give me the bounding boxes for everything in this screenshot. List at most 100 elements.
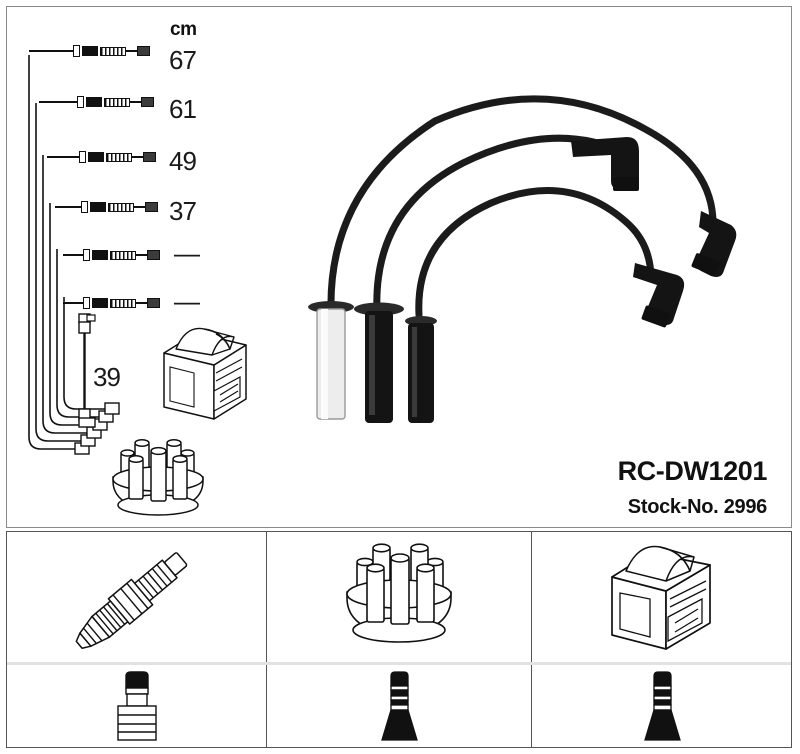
distributor-boot-art-area [267, 665, 531, 749]
cable-outer [327, 95, 717, 313]
elbow-boot-middle [633, 263, 685, 325]
cap-tower-front [366, 567, 385, 623]
tip-line [86, 622, 102, 642]
cable-lead-row [39, 94, 189, 110]
boot-band [390, 689, 409, 697]
boot-group-left [308, 301, 437, 423]
coil-rib [215, 358, 243, 374]
insulator-rib [155, 564, 172, 583]
cable-wire [134, 206, 146, 208]
insulator-rib [142, 575, 158, 595]
harness-wire [56, 249, 99, 418]
coil-arch-inner [665, 550, 691, 582]
cap-tower-top [390, 553, 410, 563]
boot-black-2 [408, 323, 434, 423]
distributor-cap-svg [112, 439, 204, 516]
spark-plug-boot-art-area [7, 665, 266, 749]
coil-connector-line [674, 608, 698, 624]
insulator-rib [146, 571, 163, 591]
coil-connector-boot-icon [643, 671, 681, 741]
cable-ribbed-sleeve [100, 46, 126, 56]
cable-terminal-tip [145, 202, 158, 212]
boot-skirt [381, 709, 418, 741]
cap-tower-top [366, 563, 385, 573]
cap-tower [128, 458, 144, 500]
distributor-cap-art-area [267, 532, 531, 662]
cable-wire [29, 50, 75, 52]
harness-wire [63, 297, 105, 410]
coil-connector-line [219, 390, 239, 403]
cable-length-value: 67 [169, 45, 197, 75]
cable-length-value: 49 [169, 146, 197, 176]
cable-wire [47, 156, 81, 158]
boot-band [390, 699, 409, 706]
coil-arch-inner [211, 333, 231, 356]
cable-boot-left [73, 45, 80, 57]
main-diagram-frame: cm 67 61 [6, 6, 792, 528]
cable-middle [373, 134, 629, 315]
unit-header-cm: cm [170, 19, 197, 40]
hex-edge [112, 594, 135, 621]
cable-lead-row [63, 295, 213, 311]
cable-connector-body [92, 250, 108, 260]
cable-length-value: 61 [169, 94, 197, 124]
lead-elbow-bottom [78, 417, 96, 428]
boot-band [652, 689, 672, 697]
distributor-connector-boot-icon [381, 671, 418, 741]
boot-body [116, 705, 157, 741]
cable-wire [136, 302, 148, 304]
ignition-coil-module-icon [610, 545, 711, 650]
thread-line [94, 612, 114, 635]
boot-cap [652, 671, 672, 687]
insulator-rib [151, 568, 168, 587]
boot-metal-highlight [321, 309, 328, 419]
cable-ribbed-sleeve [110, 298, 136, 308]
cap-tower-front [416, 567, 435, 623]
thread-line [98, 609, 118, 632]
cap-tower-top [150, 446, 167, 456]
legend-divider-1 [266, 532, 267, 747]
harness-wire [42, 155, 87, 434]
harness-svg [28, 55, 120, 455]
coil-connector-line [219, 383, 239, 396]
coil-lead-svg [78, 313, 96, 428]
cable-terminal-tip [137, 46, 150, 56]
cap-tower-top [416, 563, 435, 573]
harness-wire [28, 55, 75, 450]
cable-ribbed-sleeve [108, 202, 134, 212]
coil-side-panel [618, 592, 651, 638]
panel-spark-plug [7, 532, 266, 747]
cable-wire [63, 254, 85, 256]
coil-module-svg [163, 327, 247, 420]
cable-length-list: cm 67 61 [7, 7, 307, 337]
panel-ignition-coil [532, 532, 791, 747]
insulator-rib [137, 579, 154, 599]
cable-ribbed-sleeve [104, 97, 130, 107]
boot-cap [390, 671, 409, 687]
cable-boot-left [77, 96, 84, 108]
cable-wire [132, 156, 144, 158]
coil-rib [669, 588, 706, 608]
legend-divider-2 [531, 532, 532, 747]
cable-length-value: — [174, 286, 200, 316]
cable-connector-body [90, 202, 106, 212]
thread-line [106, 603, 125, 625]
cable-boot-left [83, 249, 90, 261]
cable-terminal-tip [147, 298, 160, 308]
coil-connector-line [674, 617, 698, 633]
panel-distributor-cap [267, 532, 531, 747]
cable-connector-body [92, 298, 108, 308]
boot-highlight [412, 327, 417, 417]
cap-tower-top [120, 449, 135, 457]
cable-boot-left [83, 297, 90, 309]
coil-rib [669, 580, 706, 600]
cable-wire [39, 101, 79, 103]
elbow-boot-middle-tip [641, 305, 671, 328]
boot-highlight [369, 315, 375, 415]
spark-plug-art-area [7, 532, 266, 662]
thread-line [102, 606, 121, 628]
cable-set-svg [308, 95, 737, 423]
coil-side-panel [169, 366, 195, 408]
cable-wire [136, 254, 148, 256]
boot-ring [652, 704, 672, 711]
